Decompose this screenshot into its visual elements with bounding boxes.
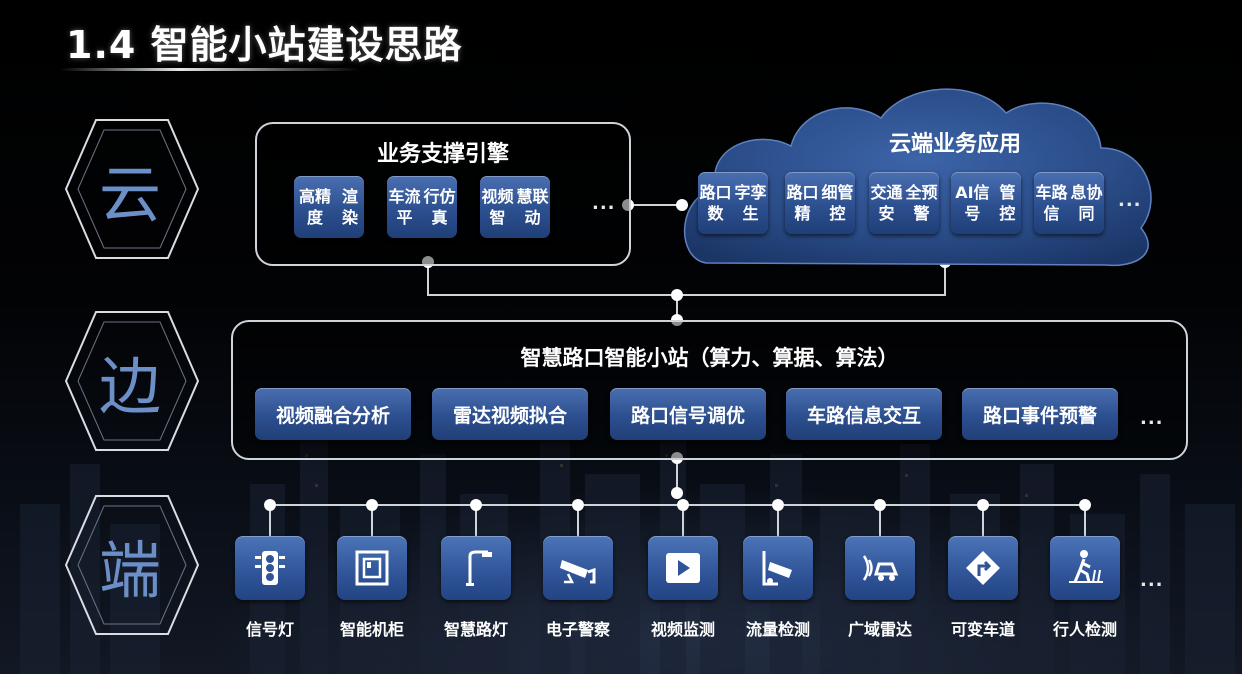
device-traffic-light [235, 536, 305, 600]
device-label-wide-radar: 广域雷达 [847, 620, 912, 639]
layer-cloud-hexagon: 云 [60, 118, 200, 260]
device-label-flow-detection: 流量检测 [745, 620, 810, 639]
layer-end-label: 端 [98, 534, 161, 607]
edge-tile-vehicle-road-interaction: 车路信息交互 [786, 388, 942, 440]
engine-tile-render: 高精度渲染 [294, 176, 364, 238]
flow-camera-icon [762, 551, 792, 586]
cloud-tile-safety-warning: 交通安全预警 [869, 172, 939, 234]
edge-tile-radar-video: 雷达视频拟合 [432, 388, 588, 440]
page-title: 1.4 智能小站建设思路 [66, 23, 463, 67]
edge-tile-event-warning: 路口事件预警 [962, 388, 1118, 440]
device-pedestrian-detection [1050, 536, 1120, 600]
title-underline [60, 68, 360, 71]
edge-more-ellipsis: ... [1140, 408, 1164, 429]
layer-edge-label: 边 [98, 350, 161, 423]
device-label-traffic-light: 信号灯 [245, 620, 294, 639]
traffic-light-icon [255, 551, 285, 585]
device-flow-detection [743, 536, 813, 600]
device-e-police [543, 536, 613, 600]
cloud-more-ellipsis: ... [1118, 190, 1142, 211]
devices-more-ellipsis: ... [1140, 570, 1164, 591]
device-label-video-monitor: 视频监测 [650, 620, 715, 639]
edge-tile-video-fusion: 视频融合分析 [255, 388, 411, 440]
cabinet-icon [355, 550, 389, 586]
cloud-tile-fine-control: 路口精细管控 [785, 172, 855, 234]
device-label-e-police: 电子警察 [545, 620, 610, 639]
video-monitor-icon [666, 553, 700, 583]
cloud-tile-ai-signal: AI信号管控 [951, 172, 1021, 234]
cloud-tile-digital-twin: 路口数字孪生 [698, 172, 768, 234]
device-video-monitor [648, 536, 718, 600]
business-engine-title: 业务支撑引擎 [376, 142, 509, 167]
edge-station-title: 智慧路口智能小站（算力、算据、算法） [520, 346, 899, 370]
lane-sign-icon [966, 551, 1000, 585]
device-label-street-lamp: 智慧路灯 [443, 620, 508, 639]
pedestrian-icon [1069, 550, 1103, 583]
cloud-apps-title: 云端业务应用 [888, 132, 1021, 157]
device-cabinet [337, 536, 407, 600]
device-street-lamp [441, 536, 511, 600]
device-wide-radar [845, 536, 915, 600]
cloud-tile-vehicle-road: 车路信息协同 [1034, 172, 1104, 234]
device-variable-lane [948, 536, 1018, 600]
layer-end-hexagon: 端 [60, 494, 200, 636]
layer-edge-hexagon: 边 [60, 310, 200, 452]
engine-tile-simulation: 车流平行仿真 [387, 176, 457, 238]
radar-car-icon [862, 555, 899, 581]
device-label-pedestrian: 行人检测 [1052, 620, 1117, 639]
device-label-variable-lane: 可变车道 [950, 620, 1015, 639]
street-lamp-icon [466, 550, 492, 586]
layer-cloud-label: 云 [98, 158, 161, 231]
engine-tile-video-linkage: 视频智慧联动 [480, 176, 550, 238]
device-label-cabinet: 智能机柜 [339, 620, 404, 639]
engine-more-ellipsis: ... [592, 193, 616, 214]
cctv-camera-icon [560, 560, 596, 584]
edge-tile-signal-tuning: 路口信号调优 [610, 388, 766, 440]
